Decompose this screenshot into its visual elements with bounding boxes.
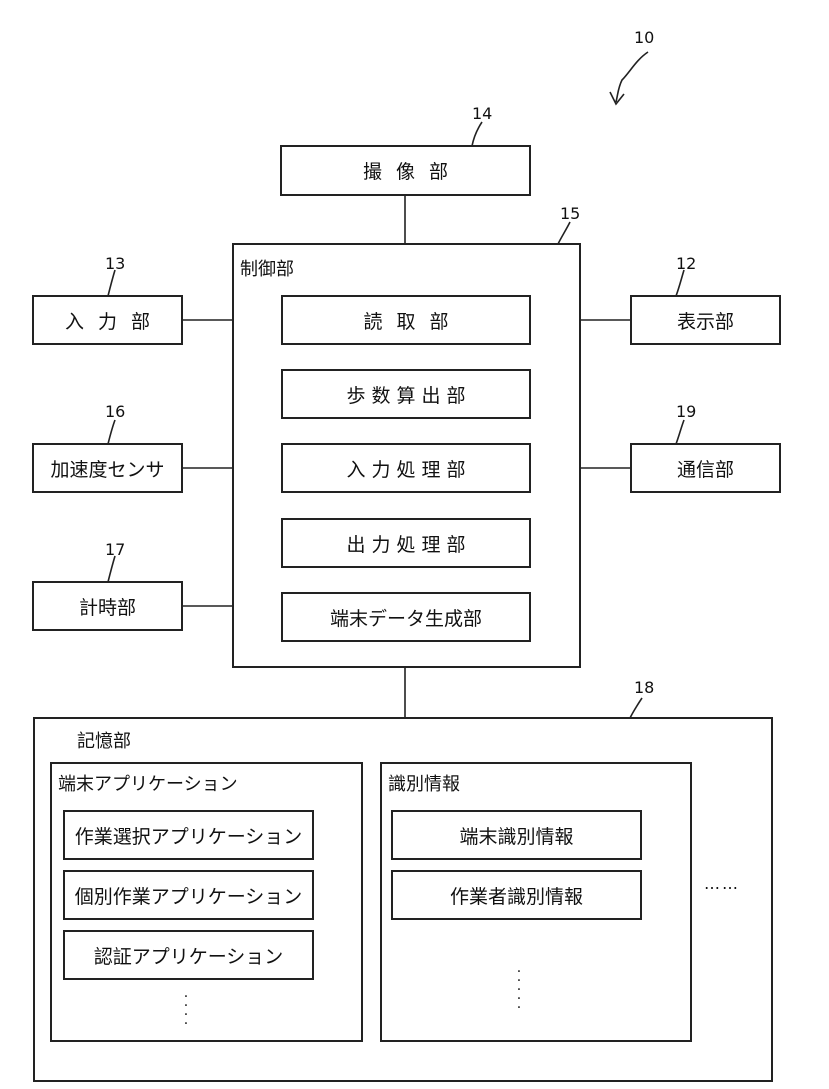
ref-16: 16 (105, 402, 125, 421)
leader-18 (630, 698, 642, 718)
step-count-block: 歩数算出部 (281, 369, 531, 419)
accel-sensor-label: 加速度センサ (50, 455, 164, 482)
leader-13 (108, 270, 115, 296)
worker-id-label: 作業者識別情報 (450, 882, 583, 909)
storage-ellipsis-horizontal: …… (704, 874, 740, 893)
clock-unit-block: 計時部 (32, 581, 183, 631)
leader-17 (108, 556, 115, 582)
worker-id-block: 作業者識別情報 (391, 870, 642, 920)
input-unit-block: 入力部 (32, 295, 183, 345)
output-processing-label: 出力処理部 (346, 530, 471, 557)
ref-15: 15 (560, 204, 580, 223)
app-ellipsis-vertical: ···· (181, 993, 191, 1029)
task-select-app-block: 作業選択アプリケーション (63, 810, 314, 860)
ref-18: 18 (634, 678, 654, 697)
auth-app-block: 認証アプリケーション (63, 930, 314, 980)
imaging-unit-block: 撮像部 (280, 145, 531, 196)
id-ellipsis-vertical: ····· (514, 968, 524, 1013)
leader-14 (472, 122, 482, 146)
leader-19 (676, 420, 684, 444)
clock-unit-label: 計時部 (79, 593, 136, 620)
leader-12 (676, 270, 684, 296)
comm-unit-label: 通信部 (677, 455, 734, 482)
task-select-app-label: 作業選択アプリケーション (75, 822, 303, 849)
leader-16 (108, 420, 115, 444)
ref-14: 14 (472, 104, 492, 123)
ref-13: 13 (105, 254, 125, 273)
terminal-id-block: 端末識別情報 (391, 810, 642, 860)
individual-task-app-block: 個別作業アプリケーション (63, 870, 314, 920)
terminal-app-label: 端末アプリケーション (58, 770, 238, 796)
leader-15 (558, 222, 570, 244)
ref-19: 19 (676, 402, 696, 421)
comm-unit-block: 通信部 (630, 443, 781, 493)
control-unit-label: 制御部 (240, 255, 294, 281)
imaging-unit-label: 撮像部 (363, 157, 462, 184)
terminal-data-block: 端末データ生成部 (281, 592, 531, 642)
id-info-label: 識別情報 (388, 770, 460, 796)
display-unit-block: 表示部 (630, 295, 781, 345)
reader-label: 読取部 (363, 307, 462, 334)
terminal-data-label: 端末データ生成部 (330, 604, 482, 631)
step-count-label: 歩数算出部 (346, 381, 471, 408)
storage-unit-label: 記憶部 (77, 727, 131, 753)
ref-12: 12 (676, 254, 696, 273)
accel-sensor-block: 加速度センサ (32, 443, 183, 493)
input-processing-block: 入力処理部 (281, 443, 531, 493)
arrow-ref-10 (616, 52, 648, 102)
input-processing-label: 入力処理部 (346, 455, 471, 482)
auth-app-label: 認証アプリケーション (94, 942, 284, 969)
output-processing-block: 出力処理部 (281, 518, 531, 568)
reader-block: 読取部 (281, 295, 531, 345)
ref-17: 17 (105, 540, 125, 559)
ref-10: 10 (634, 28, 654, 47)
input-unit-label: 入力部 (65, 307, 164, 334)
terminal-id-label: 端末識別情報 (459, 822, 573, 849)
individual-task-app-label: 個別作業アプリケーション (75, 882, 303, 909)
display-unit-label: 表示部 (677, 307, 734, 334)
